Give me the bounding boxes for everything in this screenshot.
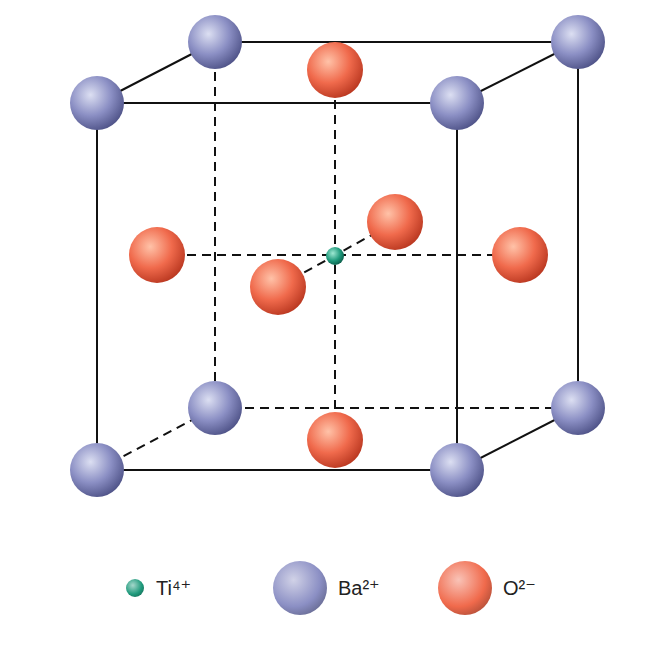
cell-edges — [97, 42, 578, 470]
legend-label: Ti⁴⁺ — [156, 578, 191, 598]
legend-label: O²⁻ — [503, 578, 536, 598]
front-atoms — [70, 76, 484, 497]
legend-label: Ba²⁺ — [338, 578, 380, 598]
back-atoms — [129, 15, 605, 468]
legend-swatch — [438, 561, 492, 615]
legend-swatch — [126, 579, 144, 597]
legend-swatch — [273, 561, 327, 615]
front-face — [97, 103, 457, 470]
